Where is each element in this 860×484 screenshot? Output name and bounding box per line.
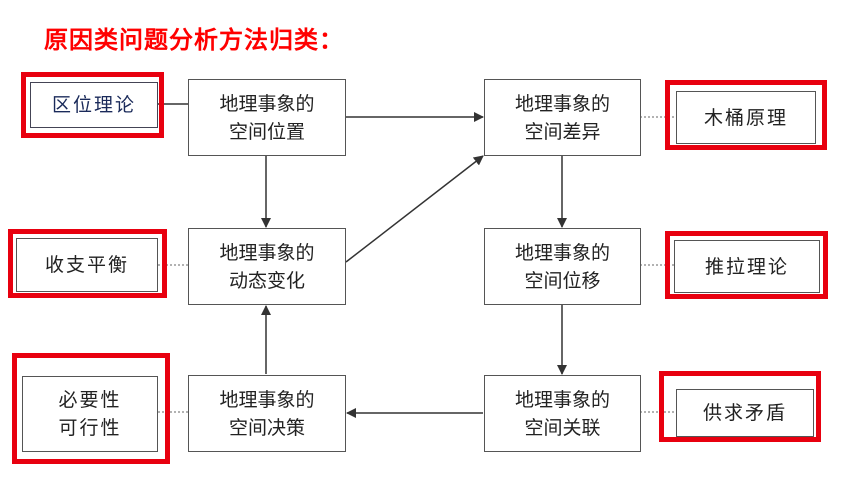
box-line1: 地理事象的 xyxy=(514,92,610,115)
highlight-frame-biyao xyxy=(12,353,170,464)
theory-label: 必要性 xyxy=(58,389,122,411)
highlight-frame-shouzhi xyxy=(8,229,167,298)
theory-label-2: 可行性 xyxy=(58,417,122,439)
box-line2: 空间关联 xyxy=(524,416,601,439)
theory-gongqiu: 供求矛盾 xyxy=(676,389,814,437)
theory-quwei: 区位理论 xyxy=(30,82,158,128)
theory-label: 收支平衡 xyxy=(44,254,129,276)
highlight-frame-quwei xyxy=(21,72,164,138)
theory-mutong: 木桶原理 xyxy=(676,91,816,144)
box-line2: 空间位移 xyxy=(524,269,601,292)
theory-shouzhi: 收支平衡 xyxy=(16,238,158,292)
highlight-frame-gongqiu xyxy=(659,371,821,442)
box-spatial-displacement: 地理事象的 空间位移 xyxy=(484,228,641,305)
box-line2: 空间差异 xyxy=(524,120,601,143)
box-line2: 动态变化 xyxy=(228,269,305,292)
box-spatial-difference: 地理事象的 空间差异 xyxy=(484,79,641,156)
box-line2: 空间决策 xyxy=(228,416,305,439)
box-line1: 地理事象的 xyxy=(219,241,315,264)
box-line1: 地理事象的 xyxy=(514,241,610,264)
box-spatial-position: 地理事象的 空间位置 xyxy=(188,79,346,156)
box-line2: 空间位置 xyxy=(228,120,305,143)
theory-label: 区位理论 xyxy=(51,94,136,116)
box-spatial-association: 地理事象的 空间关联 xyxy=(484,375,641,452)
box-line1: 地理事象的 xyxy=(514,388,610,411)
box-line1: 地理事象的 xyxy=(219,388,315,411)
theory-label: 供求矛盾 xyxy=(702,402,787,424)
box-dynamic-change: 地理事象的 动态变化 xyxy=(188,228,346,305)
highlight-frame-tuila xyxy=(665,231,828,299)
box-line1: 地理事象的 xyxy=(219,92,315,115)
theory-label: 木桶原理 xyxy=(703,106,788,129)
box-spatial-decision: 地理事象的 空间决策 xyxy=(188,375,346,452)
page-title: 原因类问题分析方法归类： xyxy=(44,26,344,54)
theory-biyao: 必要性 可行性 xyxy=(22,376,158,452)
theory-tuila: 推拉理论 xyxy=(674,240,820,293)
arrow-change-to-difference xyxy=(345,155,484,263)
highlight-frame-mutong xyxy=(665,80,827,150)
theory-label: 推拉理论 xyxy=(704,255,789,278)
